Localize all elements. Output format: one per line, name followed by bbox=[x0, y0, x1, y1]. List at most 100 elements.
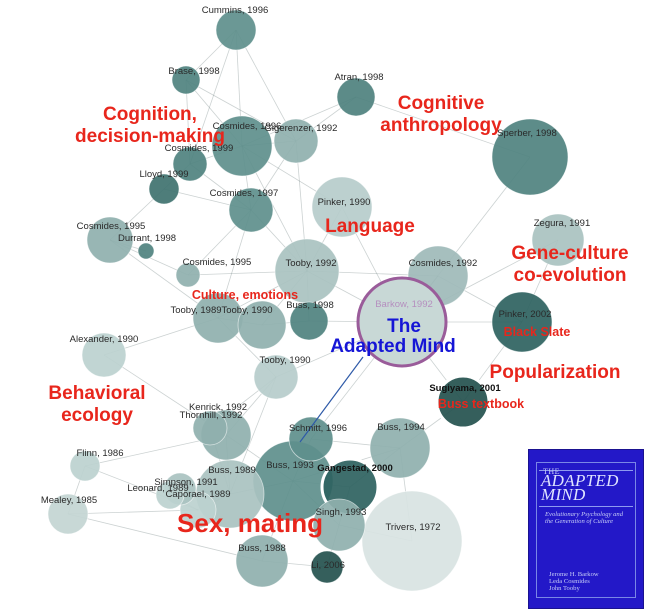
node-cosmides1996[interactable] bbox=[211, 115, 273, 177]
node-label-singh1993: Singh, 1993 bbox=[316, 507, 367, 518]
node-label-buss1989: Buss, 1989 bbox=[208, 465, 256, 476]
node-singh1993[interactable] bbox=[312, 498, 366, 552]
node-cosmides1995a[interactable] bbox=[86, 216, 134, 264]
node-cosmides1999[interactable] bbox=[172, 146, 208, 182]
node-zegura1991[interactable] bbox=[531, 213, 585, 267]
node-trivers1972[interactable] bbox=[361, 490, 463, 592]
book-author: John Tooby bbox=[549, 585, 580, 593]
node-label-schmitt1996: Schmitt, 1996 bbox=[289, 423, 347, 434]
node-label-cosmides1995b: Cosmides, 1995 bbox=[183, 257, 252, 268]
node-label-tooby1990b: Tooby, 1990 bbox=[259, 355, 310, 366]
cluster-label-line: anthropology bbox=[380, 115, 502, 136]
node-tooby1990a[interactable] bbox=[237, 300, 287, 350]
node-label-cosmides1997: Cosmides, 1997 bbox=[210, 188, 279, 199]
book-author: Leda Cosmides bbox=[549, 578, 590, 586]
node-label-cosmides1999: Cosmides, 1999 bbox=[165, 143, 234, 154]
node-label-tooby1990a: Tooby, 1990 bbox=[221, 305, 272, 316]
node-pinker1990[interactable] bbox=[311, 176, 373, 238]
book-rule bbox=[539, 506, 633, 507]
book-cover-image: THE ADAPTED MIND Evolutionary Psychology… bbox=[528, 449, 644, 609]
node-flinn1986[interactable] bbox=[69, 450, 101, 482]
node-li2006[interactable] bbox=[310, 550, 344, 584]
book-cover-frame bbox=[536, 462, 636, 598]
node-durrant1998[interactable] bbox=[137, 242, 155, 260]
adapted-mind-center[interactable]: The Adapted Mind bbox=[330, 276, 456, 368]
node-cosmides1997[interactable] bbox=[228, 187, 274, 233]
node-label-cosmides1995a: Cosmides, 1995 bbox=[77, 221, 146, 232]
node-label-gangestad2000: Gangestad, 2000 bbox=[317, 463, 393, 474]
node-cummins1996[interactable] bbox=[215, 9, 257, 51]
node-label-thornhill1992: Thornhill, 1992 bbox=[180, 410, 243, 421]
node-label-li2006: Li, 2006 bbox=[311, 560, 345, 571]
cluster-label-language: Language bbox=[325, 216, 415, 237]
book-authors: Jerome H. Barkow Leda Cosmides John Toob… bbox=[549, 571, 639, 593]
node-label-buss1993: Buss, 1993 bbox=[266, 460, 314, 471]
node-label-mealey1985: Mealey, 1985 bbox=[41, 495, 97, 506]
node-sugiyama2001[interactable] bbox=[435, 374, 491, 430]
cluster-label-line: Sex, mating bbox=[177, 508, 323, 538]
node-label-flinn1986: Flinn, 1986 bbox=[76, 448, 123, 459]
node-label-cummins1996: Cummins, 1996 bbox=[202, 5, 269, 16]
cluster-label-buss-textbook: Buss textbook bbox=[438, 397, 524, 411]
node-label-trivers1972: Trivers, 1972 bbox=[385, 522, 440, 533]
node-buss1988[interactable] bbox=[235, 534, 289, 588]
node-label-durrant1998: Durrant, 1998 bbox=[118, 233, 176, 244]
node-brase1998[interactable] bbox=[171, 65, 201, 95]
cluster-label-line: ecology bbox=[61, 405, 133, 426]
cluster-label-line: Gene-culture bbox=[511, 243, 628, 264]
node-label-sperber1998: Sperber, 1998 bbox=[497, 128, 557, 139]
node-label-cosmides1996: Cosmides, 1996 bbox=[213, 121, 282, 132]
cluster-label-line: Black Slate bbox=[504, 325, 571, 339]
cluster-label-line: Buss textbook bbox=[438, 397, 524, 411]
node-sperber1998[interactable] bbox=[491, 118, 569, 196]
node-lloyd1999[interactable] bbox=[148, 173, 180, 205]
node-kenrick1992[interactable] bbox=[192, 410, 228, 446]
node-buss1998[interactable] bbox=[289, 301, 329, 341]
node-pinker2002[interactable] bbox=[491, 291, 553, 353]
node-label-tooby1989: Tooby, 1989 bbox=[170, 305, 221, 316]
node-buss1994[interactable] bbox=[369, 417, 431, 479]
book-title: ADAPTED MIND bbox=[541, 471, 619, 504]
book-title-line2: MIND bbox=[541, 485, 586, 504]
node-label-brase1998: Brase, 1998 bbox=[168, 66, 219, 77]
node-label-gigerenzer1992: Gigerenzer, 1992 bbox=[265, 123, 338, 134]
cluster-label-line: Culture, emotions bbox=[192, 288, 298, 302]
node-label-tooby1992: Tooby, 1992 bbox=[285, 258, 336, 269]
cluster-label-cognition: Cognition,decision-making bbox=[75, 104, 225, 147]
cluster-label-line: Behavioral bbox=[48, 383, 145, 404]
node-gigerenzer1992[interactable] bbox=[273, 118, 319, 164]
book-title-small: THE bbox=[543, 467, 561, 476]
node-leonard1989[interactable] bbox=[155, 480, 185, 510]
node-tooby1990b[interactable] bbox=[253, 354, 299, 400]
node-label-buss1994: Buss, 1994 bbox=[377, 422, 425, 433]
book-subtitle: Evolutionary Psychology and the Generati… bbox=[545, 511, 624, 526]
node-label-pinker2002: Pinker, 2002 bbox=[499, 309, 552, 320]
node-schmitt1996[interactable] bbox=[288, 416, 334, 462]
node-label-caporael1989: Caporael, 1989 bbox=[166, 489, 231, 500]
book-title-line1: ADAPTED bbox=[541, 471, 619, 490]
node-mealey1985[interactable] bbox=[47, 493, 89, 535]
node-label-buss1988: Buss, 1988 bbox=[238, 543, 286, 554]
node-cosmides1995b[interactable] bbox=[175, 262, 201, 288]
cluster-label-line: Cognition, bbox=[103, 104, 197, 125]
cluster-label-line: Language bbox=[325, 216, 415, 237]
center-label-line2: Adapted Mind bbox=[330, 336, 456, 357]
edge-cummins1996-cosmides1999 bbox=[189, 29, 237, 165]
pointer-line bbox=[299, 356, 364, 443]
node-label-pinker1990: Pinker, 1990 bbox=[318, 197, 371, 208]
node-atran1998[interactable] bbox=[336, 77, 376, 117]
cluster-label-line: Cognitive bbox=[398, 93, 485, 114]
node-label-atran1998: Atran, 1998 bbox=[334, 72, 383, 83]
edge-mealey1985-buss1988 bbox=[67, 513, 263, 562]
cluster-label-popularization: Popularization bbox=[490, 362, 621, 383]
cluster-label-line: decision-making bbox=[75, 126, 225, 147]
node-label-alexander1990: Alexander, 1990 bbox=[70, 334, 139, 345]
node-label-barkow1992: Barkow, 1992 bbox=[375, 299, 433, 310]
book-author: Jerome H. Barkow bbox=[549, 571, 599, 578]
node-label-simpson1991: Simpson, 1991 bbox=[154, 477, 217, 488]
node-alexander1990[interactable] bbox=[81, 332, 127, 378]
cluster-label-line: co-evolution bbox=[514, 265, 627, 286]
